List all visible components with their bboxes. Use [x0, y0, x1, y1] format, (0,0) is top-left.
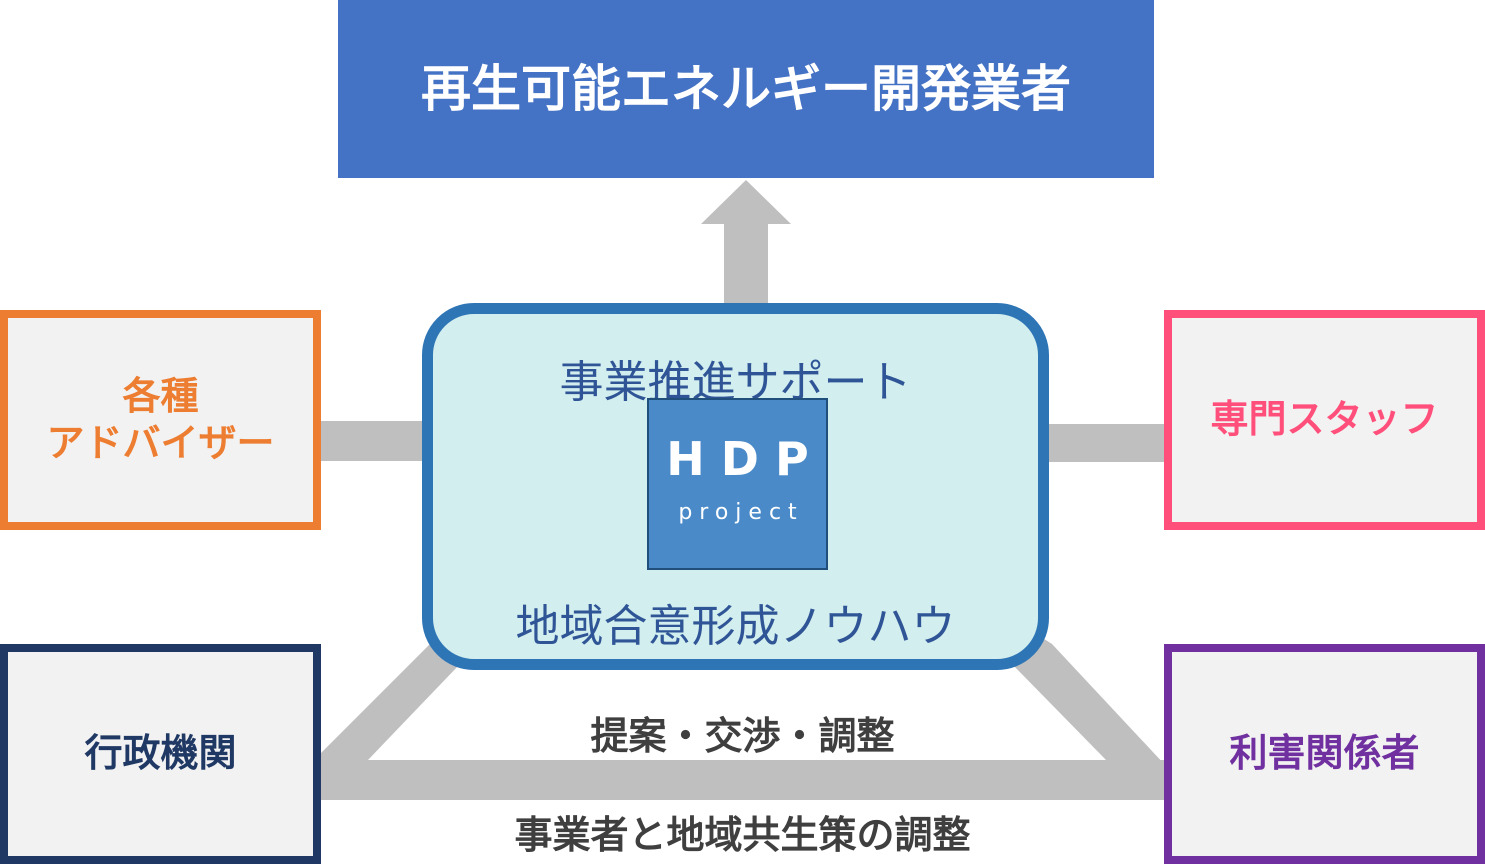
developer-label: 再生可能エネルギー開発業者 — [421, 59, 1071, 118]
right-diagonal-connector — [1012, 630, 1166, 766]
hdp-logo: HDP project — [647, 398, 828, 570]
bottom-connector — [321, 760, 1164, 800]
advisor-label-line1: 各種 — [122, 373, 199, 418]
negotiation-caption: 提案・交渉・調整 — [590, 714, 895, 758]
gov-box: 行政機関 — [0, 644, 321, 864]
left-diagonal-connector — [302, 640, 460, 772]
up-arrow — [701, 180, 791, 305]
staff-label: 専門スタッフ — [1210, 397, 1439, 442]
advisor-label-line2: アドバイザー — [46, 421, 275, 465]
stakeholders-box: 利害関係者 — [1164, 644, 1485, 864]
knowhow-label: 地域合意形成ノウハウ — [515, 601, 956, 652]
hdp-center-box: 事業推進サポート HDP project 地域合意形成ノウハウ — [422, 303, 1049, 670]
gov-label: 行政機関 — [84, 731, 237, 776]
advisor-box: 各種 アドバイザー — [0, 310, 321, 530]
developer-box: 再生可能エネルギー開発業者 — [338, 0, 1154, 178]
logo-sub-text: project — [678, 500, 804, 525]
logo-main-text: HDP — [666, 432, 825, 486]
stakeholders-label: 利害関係者 — [1229, 731, 1420, 776]
coexistence-caption: 事業者と地域共生策の調整 — [514, 813, 971, 857]
staff-box: 専門スタッフ — [1164, 310, 1485, 530]
connector-advisor — [321, 421, 425, 461]
advisor-label: 各種 アドバイザー — [46, 373, 274, 468]
connector-staff — [1046, 424, 1166, 462]
